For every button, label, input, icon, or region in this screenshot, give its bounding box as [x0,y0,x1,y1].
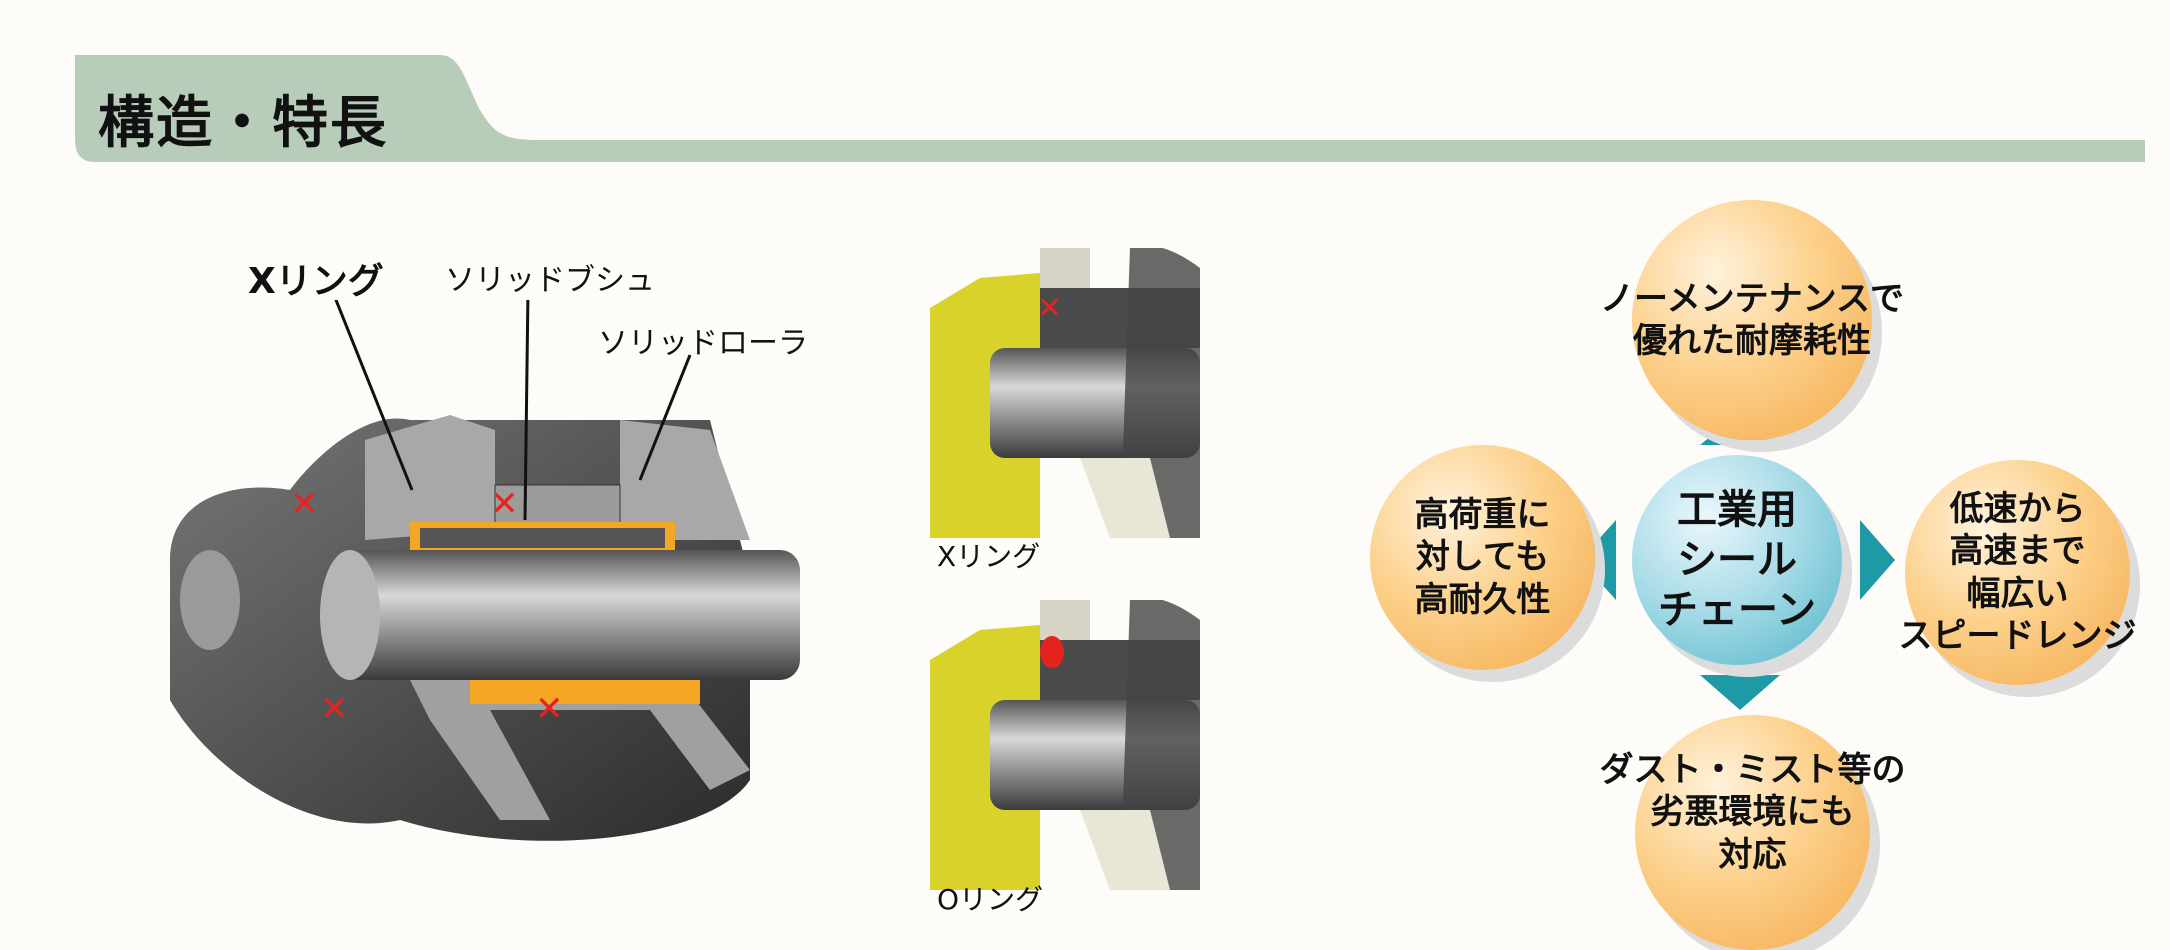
o-ring-detail-illustration [930,600,1200,890]
feature-bottom-line3: 対応 [1718,834,1787,875]
feature-left-line1: 高荷重に [1414,494,1551,535]
feature-center-bubble: 工業用シールチェーン [1632,455,1842,665]
feature-left-line3: 高耐久性 [1414,579,1551,620]
svg-text:✕: ✕ [320,689,349,729]
label-solid-bush: ソリッドブシュ [445,263,655,298]
feature-bottom-line1: ダスト・ミスト等の [1599,749,1906,790]
chain-cross-section-illustration: ✕ ✕ ✕ ✕ [170,300,800,841]
svg-text:✕: ✕ [1037,291,1062,326]
svg-text:✕: ✕ [490,484,519,524]
label-solid-roller: ソリッドローラ [598,326,808,361]
arrow-down-icon [1700,675,1780,710]
feature-top-line1: ノーメンテナンスで [1600,278,1904,319]
feature-right-line1: 低速から [1949,488,2086,529]
caption-x-ring: Xリング [937,540,1041,573]
feature-right-line2: 高速まで [1949,531,2086,571]
feature-top-line2: 優れた耐摩耗性 [1633,321,1871,361]
feature-left-line2: 対しても [1415,537,1550,578]
center-line2: シール [1677,537,1797,583]
arrow-left-icon [1580,520,1616,600]
x-ring-seal-marks: ✕ ✕ ✕ ✕ [290,484,564,729]
svg-text:✕: ✕ [535,689,564,729]
section-header-band [75,55,2145,162]
center-line1: 工業用 [1677,487,1797,533]
feature-right-line4: スピードレンジ [1898,616,2137,656]
x-ring-detail-illustration: ✕ [930,248,1200,538]
svg-text:✕: ✕ [290,484,319,524]
feature-right-line3: 幅広い [1966,573,2069,614]
feature-bubble-right: 低速から高速まで幅広いスピードレンジ [1899,460,2137,685]
caption-o-ring: Oリング [937,883,1044,916]
feature-bottom-line2: 劣悪環境にも [1650,792,1855,833]
center-line3: チェーン [1658,587,1816,633]
feature-bubble-bottom: ダスト・ミスト等の劣悪環境にも対応 [1600,715,1906,950]
feature-bubble-left: 高荷重に対しても高耐久性 [1370,445,1595,670]
label-x-ring: Xリング [248,261,384,302]
arrow-right-icon [1860,520,1895,600]
section-title: 構造・特長 [98,91,388,156]
feature-bubble-top: ノーメンテナンスで優れた耐摩耗性 [1600,200,1904,440]
